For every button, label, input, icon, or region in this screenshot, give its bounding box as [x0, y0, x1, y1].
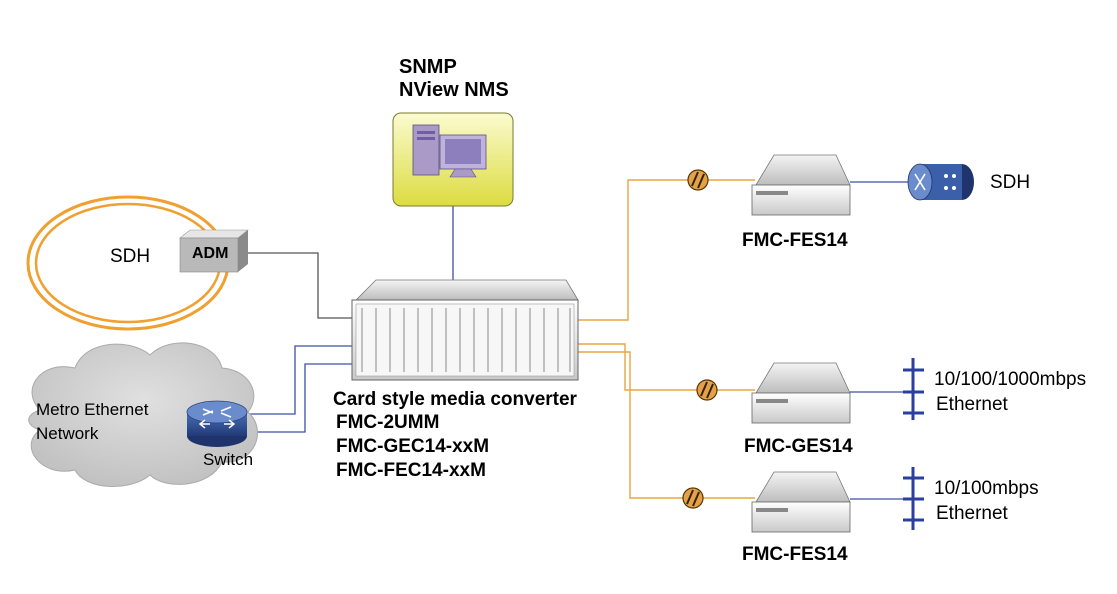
cloud-label-line2: Network — [36, 424, 99, 443]
chassis-icon — [351, 279, 579, 381]
fiber-link-2 — [578, 343, 755, 391]
sdh-ring-label: SDH — [110, 246, 151, 267]
adm-link — [248, 252, 352, 319]
metro-ethernet-cloud — [28, 342, 258, 487]
chassis-card-slots — [361, 308, 571, 372]
unit3-label: FMC-FES14 — [742, 544, 848, 565]
adm-icon — [179, 229, 249, 273]
unit3-endpoint-line2: Ethernet — [936, 503, 1008, 524]
nms-label-line1: SNMP — [399, 56, 457, 78]
switch-link-2 — [245, 363, 352, 433]
chassis-label-line4: FMC-FEC14-xxM — [336, 460, 486, 481]
converter-unit-icon — [751, 362, 851, 424]
cloud-label-line1: Metro Ethernet — [36, 400, 149, 419]
chassis-label-line1: Card style media converter — [333, 389, 577, 410]
optical-connector-icon — [682, 487, 704, 509]
router-switch-icon — [186, 400, 248, 447]
computer-icon — [412, 124, 487, 178]
chassis-label-line2: FMC-2UMM — [336, 412, 440, 433]
unit2-label: FMC-GES14 — [744, 436, 853, 457]
unit3-endpoint-line1: 10/100mbps — [934, 478, 1039, 499]
switch-label: Switch — [203, 450, 254, 469]
adm-label: ADM — [192, 245, 229, 262]
converter-unit-icon — [751, 154, 851, 216]
ethernet-bus-icon — [903, 467, 924, 530]
unit2-endpoint-line2: Ethernet — [936, 394, 1008, 415]
converter-unit-icon — [751, 471, 851, 533]
switch-link-1 — [245, 345, 352, 415]
fiber-link-1 — [578, 179, 755, 321]
unit2-endpoint-line1: 10/100/1000mbps — [934, 369, 1087, 390]
connection-lines — [245, 179, 912, 500]
nms-box — [392, 112, 514, 207]
sdh-mux-icon — [907, 163, 974, 201]
unit1-endpoint-label: SDH — [990, 172, 1031, 193]
chassis-label-line3: FMC-GEC14-xxM — [336, 436, 490, 457]
ethernet-bus-icon — [903, 358, 924, 420]
nms-label-line2: NView NMS — [399, 79, 509, 101]
optical-connector-icon — [687, 169, 709, 191]
optical-connector-icon — [696, 379, 718, 401]
fiber-link-3 — [578, 351, 755, 499]
unit1-label: FMC-FES14 — [742, 230, 848, 251]
